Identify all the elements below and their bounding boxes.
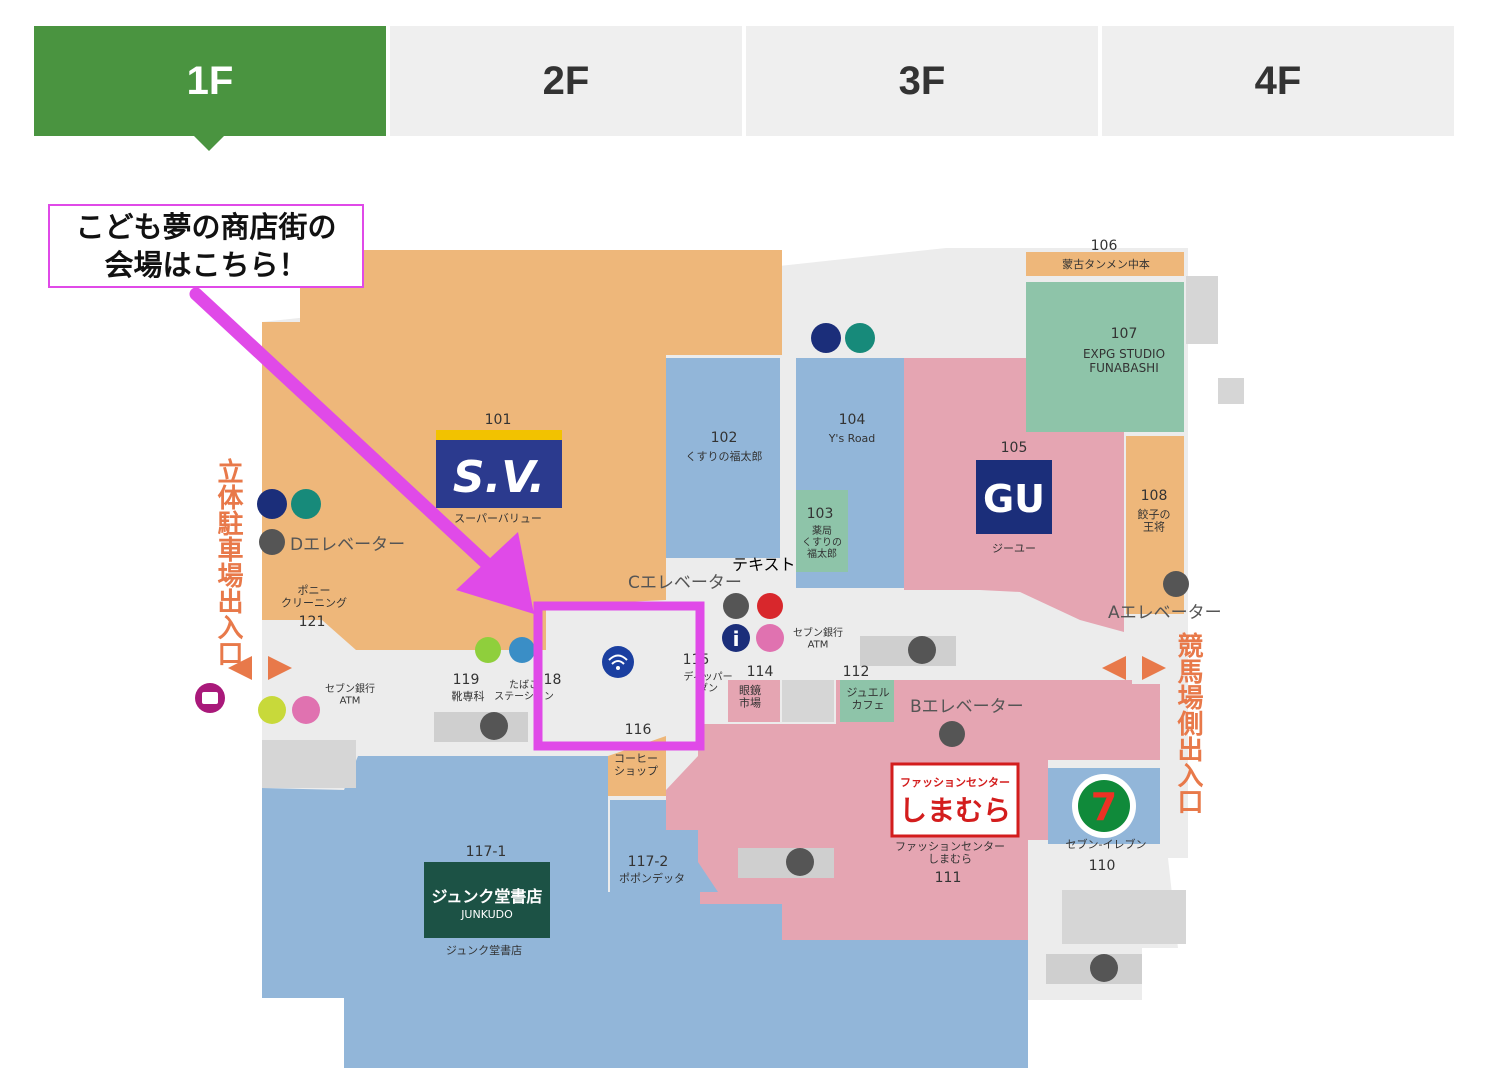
svg-text:スーパーバリュー: スーパーバリュー <box>454 512 542 525</box>
svg-text:Y's Road: Y's Road <box>828 432 876 445</box>
information-icon <box>722 624 750 652</box>
shop-112-area[interactable] <box>840 680 894 722</box>
pointer-arrow <box>189 287 507 583</box>
locker-icon <box>475 637 501 663</box>
svg-text:101: 101 <box>485 412 512 428</box>
service-box <box>1218 378 1244 404</box>
tab-2f[interactable]: 2F <box>390 26 742 136</box>
restroom-icon <box>811 323 841 353</box>
svg-text:105: 105 <box>1001 440 1028 456</box>
gu-logo <box>976 460 1052 534</box>
aed-icon <box>757 593 783 619</box>
event-venue-highlight[interactable] <box>533 601 705 751</box>
svg-text:110: 110 <box>1089 858 1116 874</box>
svg-text:しまむら: しまむら <box>899 794 1011 827</box>
svg-text:Bエレベーター: Bエレベーター <box>910 697 1024 717</box>
floor-tabs: 1F 2F 3F 4F <box>34 26 1454 136</box>
shimamura-logo <box>890 762 1020 838</box>
svg-text:靴専科: 靴専科 <box>452 689 485 703</box>
race-exit-label: 競馬場側出入口 <box>1173 631 1204 814</box>
shop-114-area[interactable] <box>728 680 780 722</box>
svg-text:薬局くすりの福太郎: 薬局くすりの福太郎 <box>802 525 842 560</box>
tab-1f[interactable]: 1F <box>34 26 386 136</box>
svg-text:ジーユー: ジーユー <box>992 542 1036 555</box>
svg-text:眼鏡市場: 眼鏡市場 <box>739 683 761 710</box>
svg-text:ジュンク堂書店: ジュンク堂書店 <box>432 887 543 906</box>
wheelchair-icon <box>291 489 321 519</box>
escalator-symbols <box>480 636 1118 982</box>
shop-102-area[interactable] <box>666 358 780 558</box>
svg-text:116: 116 <box>625 722 652 738</box>
svg-text:111: 111 <box>935 870 962 886</box>
svg-text:ジュンク堂書店: ジュンク堂書店 <box>446 943 522 957</box>
svg-text:103: 103 <box>807 506 834 522</box>
phone-icon <box>258 696 286 724</box>
svg-text:ポニークリーニング: ポニークリーニング <box>281 584 347 610</box>
shop-numbers: 101 102 103 104 105 106 107 108 110 111 … <box>299 238 1168 886</box>
svg-text:119: 119 <box>453 672 480 688</box>
svg-text:S.V.: S.V. <box>453 452 545 503</box>
svg-text:Aエレベーター: Aエレベーター <box>1108 603 1222 623</box>
shop-103-area[interactable] <box>796 490 848 572</box>
tab-3f[interactable]: 3F <box>746 26 1098 136</box>
pointer-arrowhead <box>456 532 534 614</box>
active-tab-pointer <box>194 136 224 151</box>
entrance-arrows <box>228 656 1166 680</box>
parking-exit-label: 立体駐車場出入口 <box>213 457 243 666</box>
svg-text:107: 107 <box>1111 326 1138 342</box>
text-label: テキスト <box>732 555 796 574</box>
elevator-labels: Dエレベーター Cエレベーター Bエレベーター Aエレベーター <box>290 535 1222 717</box>
svg-text:蒙古タンメン中本: 蒙古タンメン中本 <box>1062 257 1150 271</box>
svg-text:セブン-イレブン: セブン-イレブン <box>1066 837 1147 851</box>
svg-text:i: i <box>733 627 740 651</box>
shop-117-1-area[interactable] <box>262 756 1028 1068</box>
atm-icon <box>292 696 320 724</box>
shop-116-area[interactable] <box>608 736 666 796</box>
svg-text:121: 121 <box>299 614 326 630</box>
shop-106-area[interactable] <box>1026 252 1184 276</box>
svg-text:ポポンデッタ: ポポンデッタ <box>619 871 685 885</box>
svg-text:117-2: 117-2 <box>628 854 669 870</box>
svg-text:108: 108 <box>1141 488 1168 504</box>
facility-icons: i <box>195 323 875 724</box>
svg-text:ジュエルカフェ: ジュエルカフェ <box>846 686 889 712</box>
junkudo-logo <box>424 862 550 938</box>
service-area-left <box>262 740 356 788</box>
svg-text:102: 102 <box>711 430 738 446</box>
svg-text:104: 104 <box>839 412 866 428</box>
stairs <box>1186 276 1218 344</box>
unit-113-area <box>782 680 834 722</box>
svg-text:Cエレベーター: Cエレベーター <box>628 573 742 593</box>
wheelchair-icon <box>845 323 875 353</box>
restroom-icon <box>257 489 287 519</box>
event-callout: こども夢の商店街の 会場はこちら！ <box>48 204 364 288</box>
super-value-logo <box>436 430 562 508</box>
svg-text:たばこステーション: たばこステーション <box>494 679 554 703</box>
svg-text:114: 114 <box>747 664 774 680</box>
svg-text:ファッションセンターしまむら: ファッションセンターしまむら <box>895 840 1005 866</box>
svg-text:112: 112 <box>843 664 870 680</box>
svg-text:コーヒーショップ: コーヒーショップ <box>614 752 658 778</box>
svg-text:くすりの福太郎: くすりの福太郎 <box>686 449 763 463</box>
service-area-right <box>1062 890 1186 944</box>
svg-text:ファッションセンター: ファッションセンター <box>900 776 1010 789</box>
shop-107-area[interactable] <box>1026 282 1184 432</box>
atm-icon <box>756 624 784 652</box>
svg-text:GU: GU <box>983 477 1045 521</box>
svg-text:JUNKUDO: JUNKUDO <box>460 908 513 921</box>
tab-4f[interactable]: 4F <box>1102 26 1454 136</box>
svg-text:106: 106 <box>1091 238 1118 254</box>
svg-text:7: 7 <box>1091 785 1117 829</box>
svg-text:117-1: 117-1 <box>466 844 507 860</box>
locker-icon <box>509 637 535 663</box>
elevator-icons <box>259 529 1189 747</box>
svg-text:餃子の王将: 餃子の王将 <box>1138 507 1171 534</box>
shop-117-2-area[interactable] <box>610 800 718 892</box>
svg-text:Dエレベーター: Dエレベーター <box>290 535 405 555</box>
